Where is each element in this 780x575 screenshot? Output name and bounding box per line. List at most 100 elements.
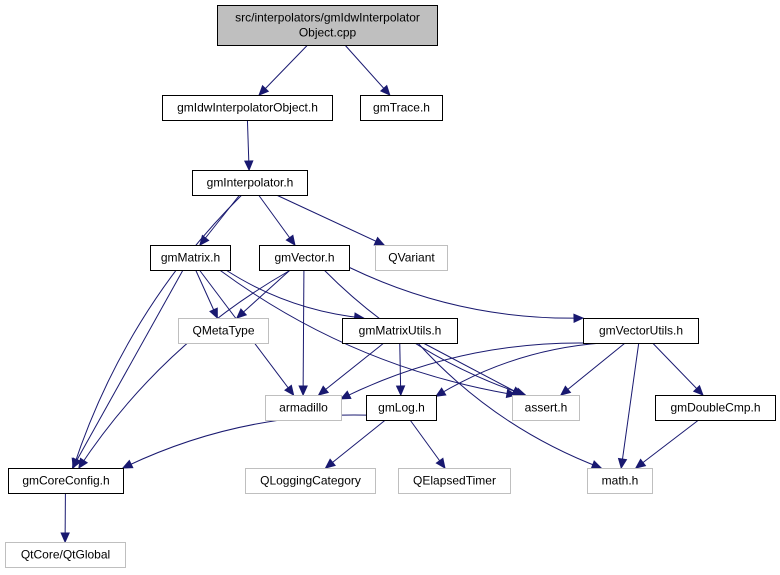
edge-vectorutils-to-math <box>620 342 640 469</box>
node-label-matrix: gmMatrix.h <box>161 251 220 265</box>
node-box-doublecmp <box>655 395 776 421</box>
arrowhead-interp-to-matrix <box>199 234 210 246</box>
node-label-qvariant: QVariant <box>388 251 435 265</box>
node-vector[interactable]: gmVector.h <box>259 245 350 271</box>
edge-matrix-to-coreconfig <box>72 269 184 469</box>
node-label-interp: gmInterpolator.h <box>207 176 294 190</box>
edge-root-to-idw <box>258 44 308 96</box>
edge-matrixutils-to-armadillo <box>318 342 385 396</box>
node-vectorutils[interactable]: gmVectorUtils.h <box>583 318 699 344</box>
arrowhead-matrix-to-armadillo <box>284 384 295 396</box>
node-label-gmlog: gmLog.h <box>378 401 425 415</box>
node-label-math: math.h <box>602 474 639 488</box>
node-label-qlogcat: QLoggingCategory <box>260 474 361 488</box>
arrowhead-doublecmp-to-math <box>634 458 647 469</box>
edge-matrix-to-matrixutils <box>225 269 364 319</box>
arrowhead-matrixutils-to-assert <box>511 386 523 396</box>
node-box-coreconfig <box>8 468 124 494</box>
arrowhead-root-to-idw <box>258 84 270 96</box>
arrowhead-vectorutils-to-doublecmp <box>692 384 704 396</box>
edge-interp-to-coreconfig <box>72 194 243 469</box>
node-box-vectorutils <box>583 318 699 344</box>
node-label-assert: assert.h <box>525 401 568 415</box>
node-label-qtglobal: QtCore/QtGlobal <box>21 548 110 562</box>
node-layer: src/interpolators/gmIdwInterpolatorObjec… <box>5 5 776 568</box>
node-box-qtglobal <box>5 542 126 568</box>
node-matrix[interactable]: gmMatrix.h <box>150 245 231 271</box>
node-interp[interactable]: gmInterpolator.h <box>192 170 308 196</box>
arrowhead-vectorutils-to-armadillo <box>339 390 352 400</box>
edge-doublecmp-to-math <box>635 419 699 469</box>
arrowhead-vector-to-vectorutils <box>573 313 585 324</box>
arrowhead-matrix-to-coreconfig <box>71 457 82 470</box>
node-root[interactable]: src/interpolators/gmIdwInterpolatorObjec… <box>217 5 438 46</box>
edge-vector-to-vectorutils <box>348 266 584 319</box>
node-qelapsed: QElapsedTimer <box>398 468 511 494</box>
edge-vectorutils-to-doublecmp <box>652 342 704 396</box>
arrowhead-vectorutils-to-gmlog <box>434 387 447 397</box>
node-label-qmetatype: QMetaType <box>192 324 254 338</box>
arrowhead-root-to-trace <box>379 84 391 96</box>
arrowhead-gmlog-to-qelapsed <box>435 457 446 469</box>
edge-vectorutils-to-gmlog <box>435 342 602 397</box>
node-trace[interactable]: gmTrace.h <box>360 95 443 121</box>
node-doublecmp[interactable]: gmDoubleCmp.h <box>655 395 776 421</box>
arrowhead-matrix-to-qmetatype <box>209 307 218 320</box>
node-idw[interactable]: gmIdwInterpolatorObject.h <box>162 95 333 121</box>
node-box-interp <box>192 170 308 196</box>
edge-vectorutils-to-armadillo <box>340 342 586 400</box>
arrowhead-gmlog-to-qlogcat <box>324 458 336 469</box>
node-qtglobal: QtCore/QtGlobal <box>5 542 126 568</box>
edge-vectorutils-to-assert <box>560 342 626 396</box>
node-gmlog[interactable]: gmLog.h <box>366 395 437 421</box>
node-box-trace <box>360 95 443 121</box>
node-label-doublecmp: gmDoubleCmp.h <box>670 401 760 415</box>
edge-vector-to-coreconfig <box>78 269 291 469</box>
node-qvariant: QVariant <box>375 245 448 271</box>
node-label-vectorutils: gmVectorUtils.h <box>599 324 683 338</box>
edge-matrixutils-to-math <box>417 342 602 469</box>
edge-matrixutils-to-assert <box>422 342 523 396</box>
edge-interp-to-matrix <box>199 194 240 246</box>
node-box-qvariant <box>375 245 448 271</box>
node-qlogcat: QLoggingCategory <box>245 468 376 494</box>
arrowhead-vector-to-armadillo <box>298 385 308 397</box>
node-matrixutils[interactable]: gmMatrixUtils.h <box>342 318 458 344</box>
arrowhead-coreconfig-to-qtglobal <box>60 532 70 544</box>
edge-matrix-to-assert <box>219 269 516 396</box>
arrowhead-matrixutils-to-gmlog <box>395 385 406 397</box>
node-box-qlogcat <box>245 468 376 494</box>
node-armadillo: armadillo <box>265 395 342 421</box>
node-math: math.h <box>587 468 653 494</box>
node-label-root: src/interpolators/gmIdwInterpolator <box>235 11 420 25</box>
node-box-gmlog <box>366 395 437 421</box>
node-box-math <box>587 468 653 494</box>
node-box-qmetatype <box>178 318 269 344</box>
arrowhead-vector-to-qmetatype <box>235 308 248 319</box>
node-coreconfig[interactable]: gmCoreConfig.h <box>8 468 124 494</box>
node-label-trace: gmTrace.h <box>373 101 430 115</box>
node-label-armadillo: armadillo <box>279 401 328 415</box>
node-box-vector <box>259 245 350 271</box>
edge-root-to-trace <box>344 44 391 96</box>
arrowhead-vector-to-coreconfig <box>78 457 89 470</box>
edge-interp-to-qvariant <box>276 194 385 246</box>
node-assert: assert.h <box>512 395 580 421</box>
node-label-qelapsed: QElapsedTimer <box>413 474 496 488</box>
node-box-matrixutils <box>342 318 458 344</box>
edge-layer <box>60 44 704 544</box>
node-box-assert <box>512 395 580 421</box>
node-label-coreconfig: gmCoreConfig.h <box>22 474 109 488</box>
arrowhead-interp-to-vector <box>285 234 296 246</box>
node-qmetatype: QMetaType <box>178 318 269 344</box>
arrowhead-matrixutils-to-math <box>590 460 603 470</box>
node-box-armadillo <box>265 395 342 421</box>
arrowhead-interp-to-qvariant <box>373 236 386 246</box>
node-box-qelapsed <box>398 468 511 494</box>
edge-vector-to-assert <box>323 269 526 396</box>
node-box-idw <box>162 95 333 121</box>
node-box-root <box>217 5 438 46</box>
node-label-vector: gmVector.h <box>274 251 334 265</box>
node-label-root: Object.cpp <box>299 26 357 40</box>
